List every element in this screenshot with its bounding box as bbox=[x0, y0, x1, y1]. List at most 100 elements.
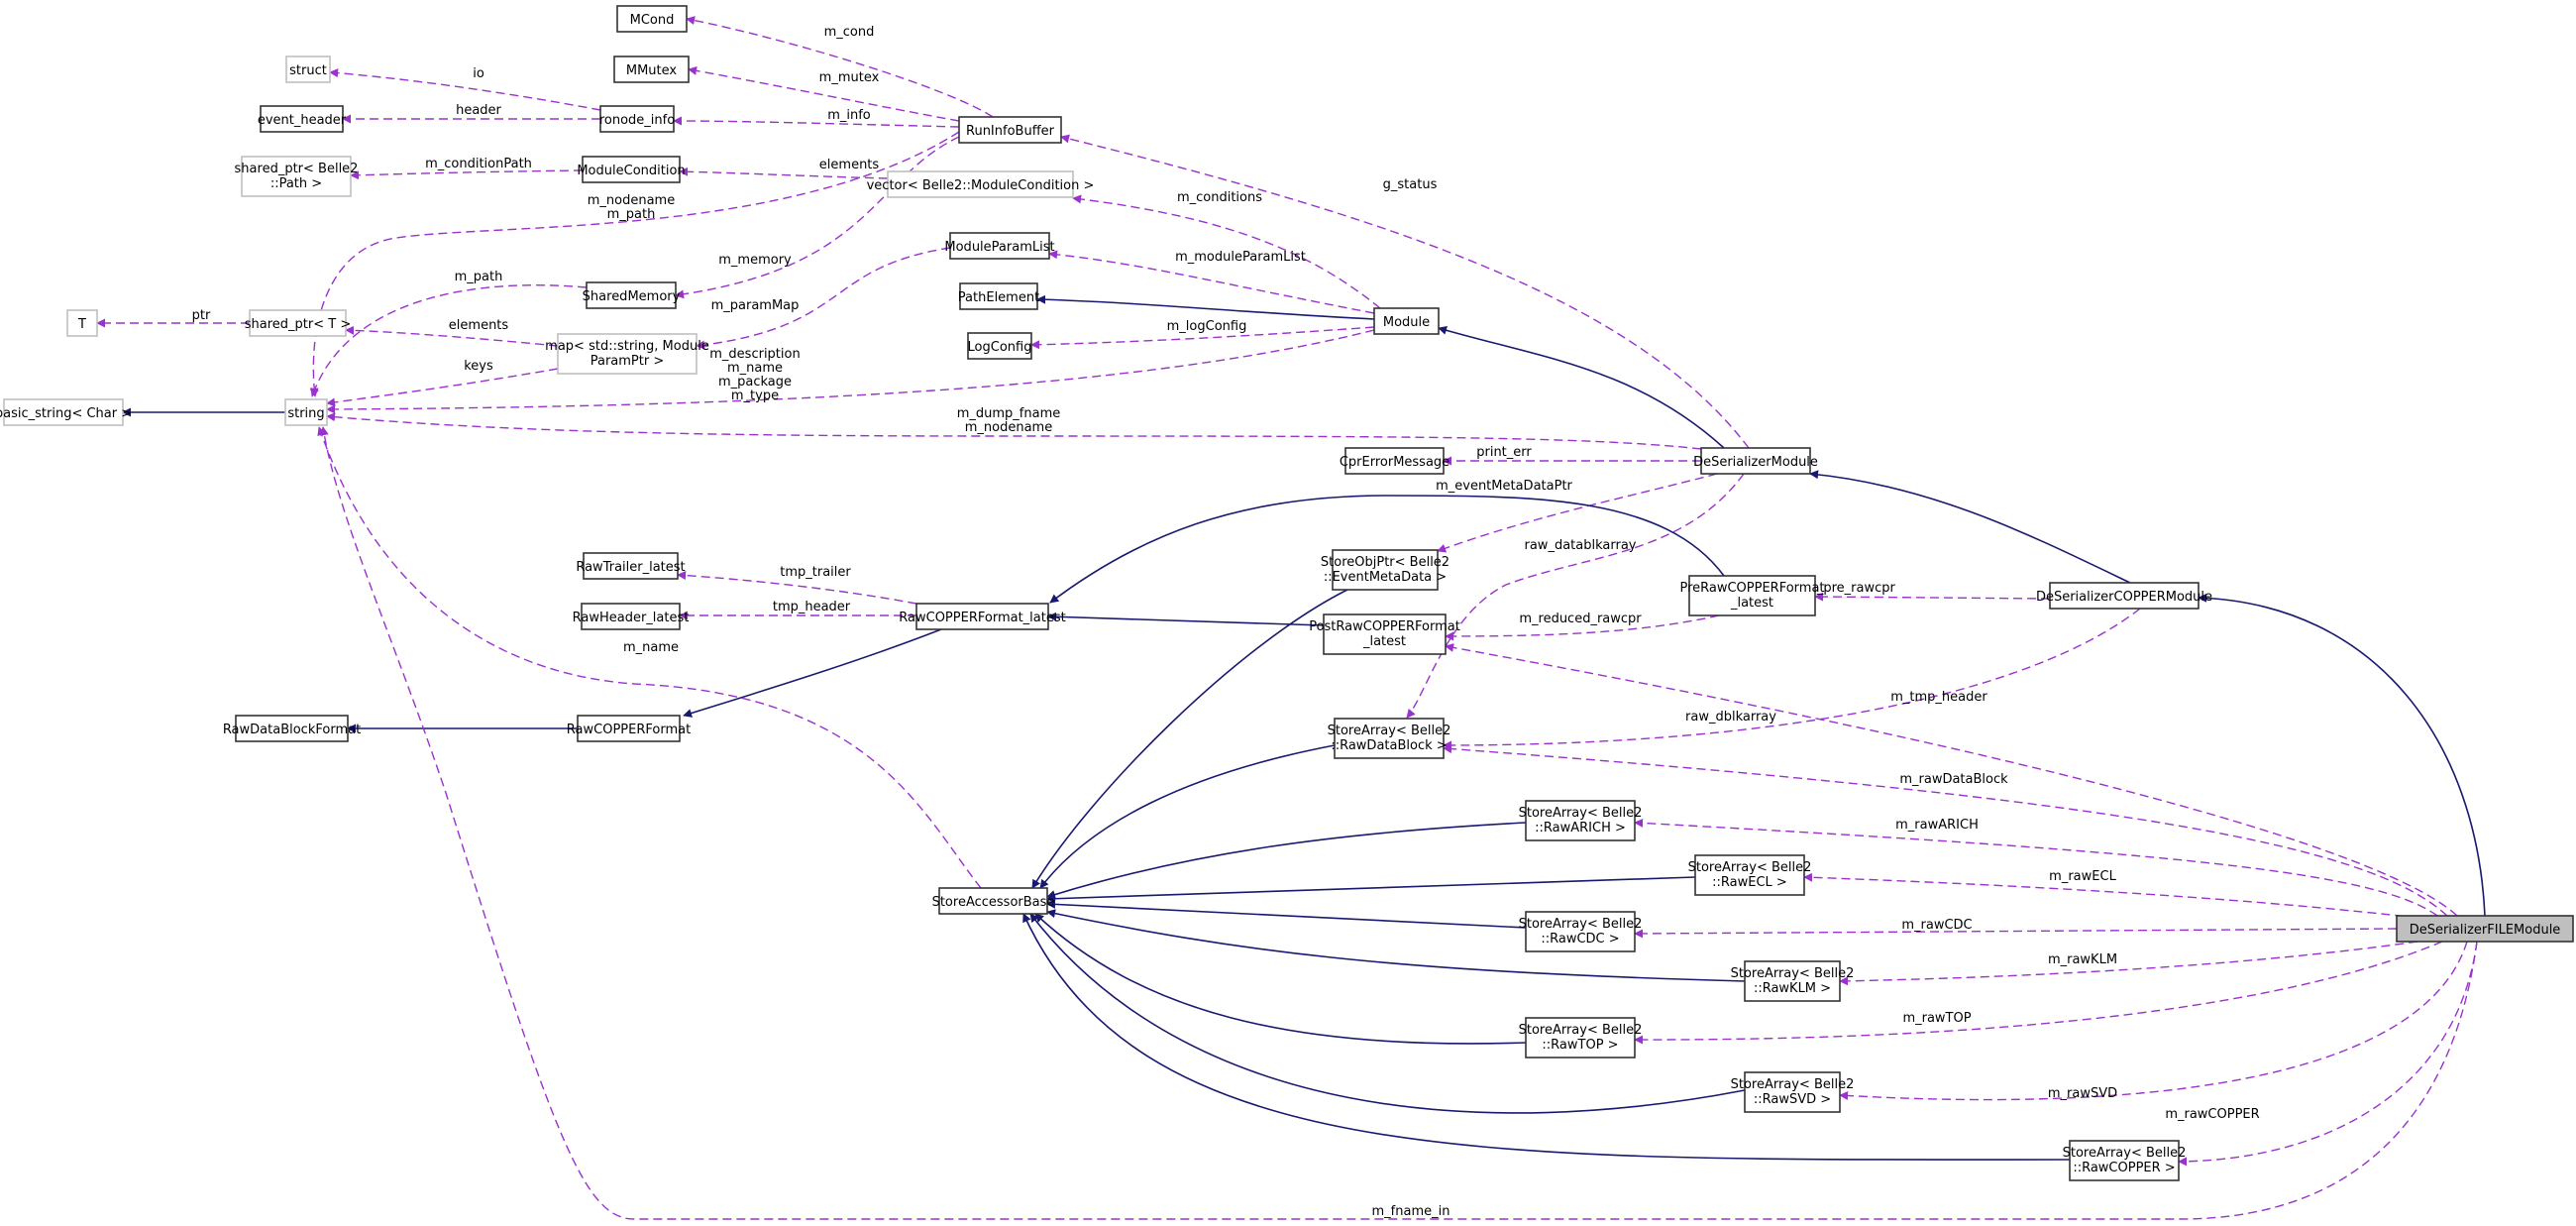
node-raw-data-block-format[interactable]: RawDataBlockFormat bbox=[223, 715, 361, 742]
node-box bbox=[2069, 1140, 2180, 1181]
node-de-serializer-filemodule[interactable]: DeSerializerFILEModule bbox=[2396, 915, 2574, 943]
node-label: string bbox=[287, 406, 324, 421]
node-log-config[interactable]: LogConfig bbox=[967, 332, 1032, 360]
edge-line bbox=[1634, 941, 2443, 1045]
node-path-element[interactable]: PathElement bbox=[958, 282, 1039, 310]
node-label: RawTrailer_latest bbox=[576, 560, 685, 575]
node-box bbox=[1323, 613, 1447, 655]
inheritance-edge bbox=[1809, 470, 2131, 584]
inheritance-edge bbox=[1049, 495, 1725, 604]
node-raw-header-latest[interactable]: RawHeader_latest bbox=[573, 603, 690, 630]
node-t[interactable]: T bbox=[66, 309, 98, 337]
node-sa-raw-cdc[interactable]: StoreArray< Belle2::RawCDC > bbox=[1519, 911, 1643, 952]
usage-edge-m-cond: m_cond bbox=[686, 16, 994, 118]
edge-line bbox=[1809, 470, 2131, 584]
node-shared-ptr-path[interactable]: shared_ptr< Belle2::Path > bbox=[235, 156, 359, 197]
edge-line bbox=[673, 116, 960, 128]
node-run-info-buffer[interactable]: RunInfoBuffer bbox=[958, 116, 1062, 144]
inheritance-edge bbox=[1046, 822, 1527, 899]
node-de-serializer-coppermodule[interactable]: DeSerializerCOPPERModule bbox=[2036, 582, 2212, 610]
edge-line bbox=[686, 16, 994, 118]
usage-edge-m-event-meta-data-ptr: m_eventMetaDataPtr bbox=[1436, 473, 1718, 553]
node-sa-raw-klm[interactable]: StoreArray< Belle2::RawKLM > bbox=[1731, 960, 1855, 1002]
usage-edge-elements: elements bbox=[345, 318, 559, 347]
node-vector-modcond[interactable]: vector< Belle2::ModuleCondition > bbox=[867, 170, 1095, 198]
node-label: ModuleCondition bbox=[577, 164, 685, 178]
edge-label: m_rawCOPPER bbox=[2165, 1107, 2259, 1122]
node-store-obj-ptr-emd[interactable]: StoreObjPtr< Belle2::EventMetaData > bbox=[1321, 549, 1449, 591]
inheritance-edge bbox=[1046, 876, 1696, 904]
usage-edge-elements: elements bbox=[679, 158, 889, 179]
usage-edge-m-raw-ecl: m_rawECL bbox=[1803, 869, 2418, 919]
node-ronode-info[interactable]: ronode_info bbox=[599, 105, 675, 133]
edge-label: m_path bbox=[455, 270, 503, 284]
node-label: ronode_info bbox=[599, 113, 675, 128]
node-string[interactable]: string bbox=[284, 398, 328, 426]
node-sa-raw-arich[interactable]: StoreArray< Belle2::RawARICH > bbox=[1519, 800, 1643, 841]
node-mcond[interactable]: MCond bbox=[616, 5, 688, 33]
node-box bbox=[949, 232, 1050, 260]
node-module-param-list[interactable]: ModuleParamList bbox=[944, 232, 1055, 260]
node-label: T bbox=[77, 317, 86, 332]
node-box bbox=[613, 56, 690, 83]
node-event-header[interactable]: event_header bbox=[258, 105, 347, 133]
usage-edge-m-raw-svd: m_rawSVD bbox=[1839, 941, 2468, 1101]
node-sa-raw-copper[interactable]: StoreArray< Belle2::RawCOPPER > bbox=[2063, 1140, 2187, 1181]
node-shared-ptr-t[interactable]: shared_ptr< T > bbox=[245, 309, 351, 337]
node-sa-raw-top[interactable]: StoreArray< Belle2::RawTOP > bbox=[1519, 1017, 1643, 1059]
node-pre-raw-copperformat-latest[interactable]: PreRawCOPPERFormat_latest bbox=[1679, 575, 1825, 616]
usage-edge-m-fname-in: m_fname_in bbox=[319, 426, 2478, 1220]
node-label: RunInfoBuffer bbox=[966, 124, 1055, 139]
edge-line bbox=[1445, 614, 1720, 641]
node-raw-copperformat-latest[interactable]: RawCOPPERFormat_latest bbox=[899, 603, 1066, 630]
node-label: StoreArray< Belle2::RawKLM > bbox=[1731, 966, 1855, 996]
node-label: StoreArray< Belle2::RawDataBlock > bbox=[1328, 724, 1451, 753]
node-label: SharedMemory bbox=[583, 289, 681, 304]
node-struct[interactable]: struct bbox=[285, 56, 331, 83]
node-module[interactable]: Module bbox=[1373, 307, 1440, 335]
usage-edge-m-reduced-rawcpr: m_reduced_rawcpr bbox=[1445, 612, 1720, 641]
node-box bbox=[1334, 718, 1445, 759]
node-module-condition[interactable]: ModuleCondition bbox=[577, 156, 686, 183]
edge-line bbox=[675, 136, 960, 299]
edge-label: header bbox=[456, 103, 501, 118]
node-raw-trailer-latest[interactable]: RawTrailer_latest bbox=[576, 552, 686, 580]
usage-edge-header: header bbox=[342, 103, 600, 124]
edge-line bbox=[2198, 593, 2486, 917]
edge-line bbox=[1437, 473, 1718, 553]
edge-label: keys bbox=[464, 359, 493, 374]
node-basic-string[interactable]: basic_string< Char > bbox=[0, 398, 132, 426]
node-sa-raw-ecl[interactable]: StoreArray< Belle2::RawECL > bbox=[1688, 854, 1812, 896]
node-post-raw-copperformat-latest[interactable]: PostRawCOPPERFormat_latest bbox=[1309, 613, 1460, 655]
node-sa-raw-data-block[interactable]: StoreArray< Belle2::RawDataBlock > bbox=[1328, 718, 1451, 759]
node-raw-copperformat[interactable]: RawCOPPERFormat bbox=[567, 715, 691, 742]
node-label: MMutex bbox=[626, 63, 678, 78]
node-label: RawDataBlockFormat bbox=[223, 723, 361, 737]
node-shared-memory[interactable]: SharedMemory bbox=[583, 281, 681, 309]
edge-label: m_rawCDC bbox=[1901, 918, 1972, 933]
usage-edge-m-raw-copper: m_rawCOPPER bbox=[2165, 941, 2478, 1167]
edge-line bbox=[1443, 744, 2448, 917]
node-cpr-error-message[interactable]: CprErrorMessage bbox=[1340, 447, 1449, 475]
usage-edge-m-raw-data-block: m_rawDataBlock bbox=[1443, 744, 2448, 917]
node-mmutex[interactable]: MMutex bbox=[613, 56, 690, 83]
node-box bbox=[581, 603, 681, 630]
node-sa-raw-svd[interactable]: StoreArray< Belle2::RawSVD > bbox=[1731, 1071, 1855, 1113]
node-label: StoreArray< Belle2::RawECL > bbox=[1688, 860, 1812, 890]
edge-line bbox=[1046, 876, 1696, 904]
node-label: DeSerializerFILEModule bbox=[2410, 923, 2561, 938]
node-store-accessor-base[interactable]: StoreAccessorBase bbox=[932, 887, 1055, 915]
inheritance-edge bbox=[1034, 913, 1527, 1045]
edge-line bbox=[1445, 643, 2458, 917]
edge-line bbox=[319, 426, 2478, 1220]
edge-label: m_rawKLM bbox=[2048, 952, 2117, 967]
edge-label: m_cond bbox=[824, 25, 875, 40]
edge-label: m_pre_rawcpr bbox=[1804, 581, 1895, 596]
edge-line bbox=[1036, 294, 1375, 320]
usage-edge-m-name: m_name bbox=[317, 426, 982, 889]
node-de-serializer-module[interactable]: DeSerializerModule bbox=[1693, 447, 1818, 475]
